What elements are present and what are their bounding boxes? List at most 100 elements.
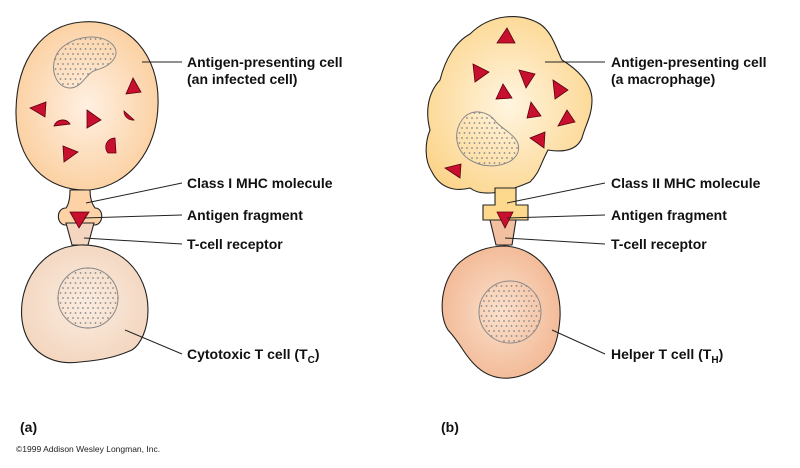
nucleus-stipple-dot [69,282,72,284]
nucleus-stipple-dot [488,132,491,134]
nucleus-stipple-dot [473,142,476,144]
nucleus-stipple-dot [89,322,92,324]
nucleus-stipple-dot [471,157,473,159]
nucleus-stipple-dot [77,317,79,319]
nucleus-stipple-dot [79,292,82,294]
nucleus-stipple-dot [483,310,485,312]
nucleus-stipple-dot [481,127,483,129]
nucleus-stipple-dot [510,285,513,287]
nucleus-stipple-dot [500,295,503,297]
nucleus-stipple-dot [87,327,89,329]
nucleus-stipple-dot [107,307,109,309]
nucleus-stipple-dot [84,282,87,284]
nucleus-stipple-dot [520,315,523,317]
nucleus-stipple-dot [107,43,109,45]
nucleus-stipple-dot [510,305,513,307]
nucleus-stipple-dot [72,287,74,289]
nucleus-stipple-dot [483,320,485,322]
nucleus-stipple-dot [79,68,82,70]
nucleus-stipple-dot [82,73,84,75]
nucleus-stipple-dot [84,68,87,70]
panel-b: Antigen-presenting cell (a macrophage) C… [425,16,767,435]
nucleus-stipple-dot [486,137,488,139]
nucleus-stipple-dot [485,305,488,307]
nucleus-stipple-dot [97,43,99,45]
antigen-icon [518,69,536,89]
nucleus-stipple-dot [503,162,506,164]
nucleus-stipple-dot [508,290,510,292]
nucleus-stipple-dot [94,38,97,40]
nucleus-stipple-dot [493,310,495,312]
nucleus-stipple-dot [97,307,99,309]
nucleus-stipple-dot [77,83,79,85]
nucleus-stipple-dot [483,132,486,134]
nucleus-stipple-dot [74,48,77,50]
nucleus-stipple-dot [107,53,109,55]
cytotoxic-t-cell-nucleus [57,267,119,329]
nucleus-stipple-dot [104,282,107,284]
nucleus-stipple-dot [79,272,82,274]
nucleus-stipple-dot [528,300,530,302]
nucleus-stipple-dot [84,48,87,50]
antigen-fragment-partial-icon [53,119,71,127]
nucleus-stipple-dot [94,282,97,284]
nucleus-stipple-dot [59,58,62,60]
nucleus-stipple-dot [77,73,79,75]
nucleus-stipple-dot [62,63,64,65]
nucleus-stipple-dot [62,297,64,299]
nucleus-stipple-dot [506,157,508,159]
nucleus-stipple-dot [107,317,109,319]
nucleus-stipple-dot [92,43,94,45]
nucleus-stipple-dot [102,307,104,309]
nucleus-stipple-dot [503,142,506,144]
nucleus-stipple-dot [54,58,57,60]
label-apc-a-line1: Antigen-presenting cell [187,54,343,70]
nucleus-stipple-dot [493,162,496,164]
nucleus-stipple-dot [523,320,525,322]
nucleus-stipple-dot [503,310,505,312]
nucleus-stipple-dot [491,117,493,119]
nucleus-stipple-dot [498,132,501,134]
nucleus-stipple-dot [501,147,503,149]
nucleus-stipple-dot [500,335,503,337]
nucleus-stipple-dot [476,127,478,129]
nucleus-stipple-dot [476,147,478,149]
nucleus-stipple-dot [94,68,97,70]
nucleus-stipple-dot [511,147,513,149]
nucleus-stipple-dot [97,287,99,289]
nucleus-stipple-dot [518,340,520,342]
nucleus-stipple-dot [503,340,505,342]
nucleus-stipple-dot [495,335,498,337]
nucleus-stipple-dot [69,292,72,294]
nucleus-stipple-dot [92,297,94,299]
nucleus-stipple-dot [495,285,498,287]
nucleus-stipple-dot [84,58,87,60]
macrophage-nucleus [456,111,520,167]
nucleus-stipple-dot [508,152,511,154]
nucleus-stipple-dot [69,312,72,314]
nucleus-stipple-dot [491,137,493,139]
nucleus-stipple-dot [466,117,468,119]
nucleus-stipple-dot [525,295,528,297]
nucleus-stipple-dot [69,68,72,70]
nucleus-stipple-dot [69,302,72,304]
nucleus-stipple-dot [64,312,67,314]
antigen-icon [472,63,490,83]
nucleus-stipple-dot [104,292,107,294]
nucleus-stipple-dot [491,127,493,129]
nucleus-stipple-dot [87,297,89,299]
nucleus-stipple-dot [496,147,498,149]
helper-t-cell-nucleus [478,280,542,344]
antigen-icon [526,101,542,119]
antigen-icon [62,145,79,163]
nucleus-stipple-dot [486,147,488,149]
nucleus-stipple-dot [478,112,481,114]
nucleus-stipple-dot [87,277,89,279]
nucleus-stipple-dot [518,290,520,292]
nucleus-stipple-dot [505,295,508,297]
nucleus-stipple-dot [72,297,74,299]
nucleus-stipple-dot [498,290,500,292]
nucleus-stipple-dot [102,53,104,55]
nucleus-stipple-dot [498,152,501,154]
leader-tcell-a [124,329,183,355]
